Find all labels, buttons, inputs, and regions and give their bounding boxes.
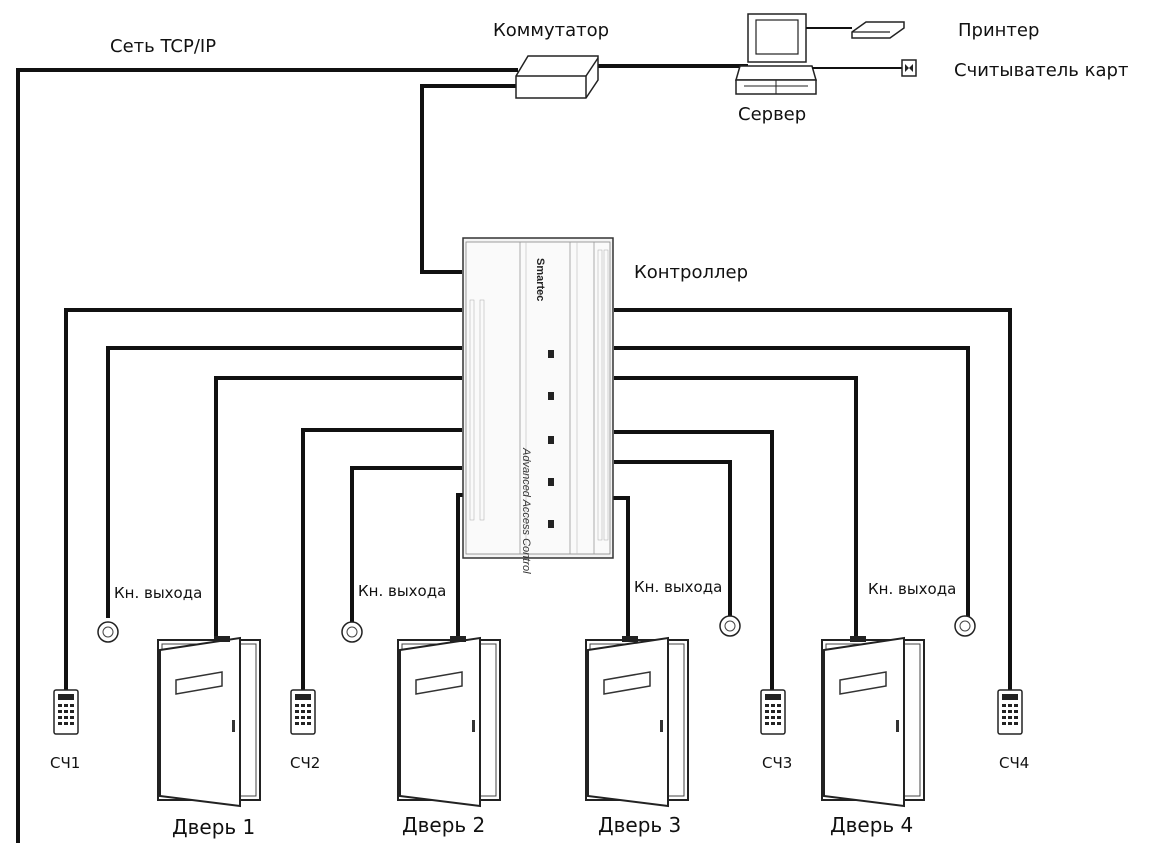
exit-button-3	[719, 615, 741, 637]
label-card-reader: Считыватель карт	[954, 60, 1128, 81]
printer-icon	[851, 21, 905, 39]
wire-exit-button-4	[614, 346, 970, 618]
reader-2	[290, 689, 316, 735]
tcpip-network-line	[16, 68, 518, 843]
label-exit-button-3: Кн. выхода	[634, 578, 722, 596]
label-reader-3: СЧ3	[762, 754, 792, 772]
wire-reader-3	[614, 430, 774, 690]
door-2	[397, 636, 501, 808]
wire-door-1	[214, 376, 462, 640]
access-controller: Smartec Advanced Access Control	[462, 237, 614, 574]
controller-brand: Smartec	[534, 258, 546, 301]
label-door-1: Дверь 1	[172, 815, 255, 839]
wire-exit-button-3	[614, 460, 732, 618]
wire-exit-button-1	[106, 346, 462, 618]
label-reader-2: СЧ2	[290, 754, 320, 772]
wire-reader-4	[614, 308, 1012, 690]
server-computer	[735, 13, 817, 95]
label-reader-4: СЧ4	[999, 754, 1029, 772]
wire-door-4	[614, 376, 858, 640]
door-1	[157, 636, 261, 808]
controller-led	[548, 436, 554, 444]
wiring	[16, 64, 1012, 843]
reader-4	[997, 689, 1023, 735]
label-exit-button-2: Кн. выхода	[358, 582, 446, 600]
exit-button-4	[954, 615, 976, 637]
switch-device	[515, 55, 599, 99]
exit-button-1	[97, 621, 119, 643]
wire-reader-2	[301, 428, 462, 690]
controller-led	[548, 520, 554, 528]
label-switch: Коммутатор	[493, 20, 609, 41]
label-controller: Контроллер	[634, 262, 748, 283]
label-exit-button-4: Кн. выхода	[868, 580, 956, 598]
wire-exit-button-2	[350, 466, 462, 622]
label-exit-button-1: Кн. выхода	[114, 584, 202, 602]
label-printer: Принтер	[958, 20, 1039, 41]
reader-3	[760, 689, 786, 735]
door-3	[585, 636, 689, 808]
card-reader-icon	[901, 59, 917, 77]
reader-1	[53, 689, 79, 735]
exit-button-2	[341, 621, 363, 643]
label-door-4: Дверь 4	[830, 813, 913, 837]
label-door-3: Дверь 3	[598, 813, 681, 837]
controller-led	[548, 350, 554, 358]
label-reader-1: СЧ1	[50, 754, 80, 772]
door-4	[821, 636, 925, 808]
wire-reader-1	[64, 308, 462, 690]
label-tcpip-network: Сеть TCP/IP	[110, 36, 216, 57]
switch-controller-line	[420, 84, 527, 274]
controller-led	[548, 392, 554, 400]
controller-led	[548, 478, 554, 486]
label-door-2: Дверь 2	[402, 813, 485, 837]
controller-product-name: Advanced Access Control	[520, 447, 532, 574]
label-server: Сервер	[738, 104, 806, 125]
